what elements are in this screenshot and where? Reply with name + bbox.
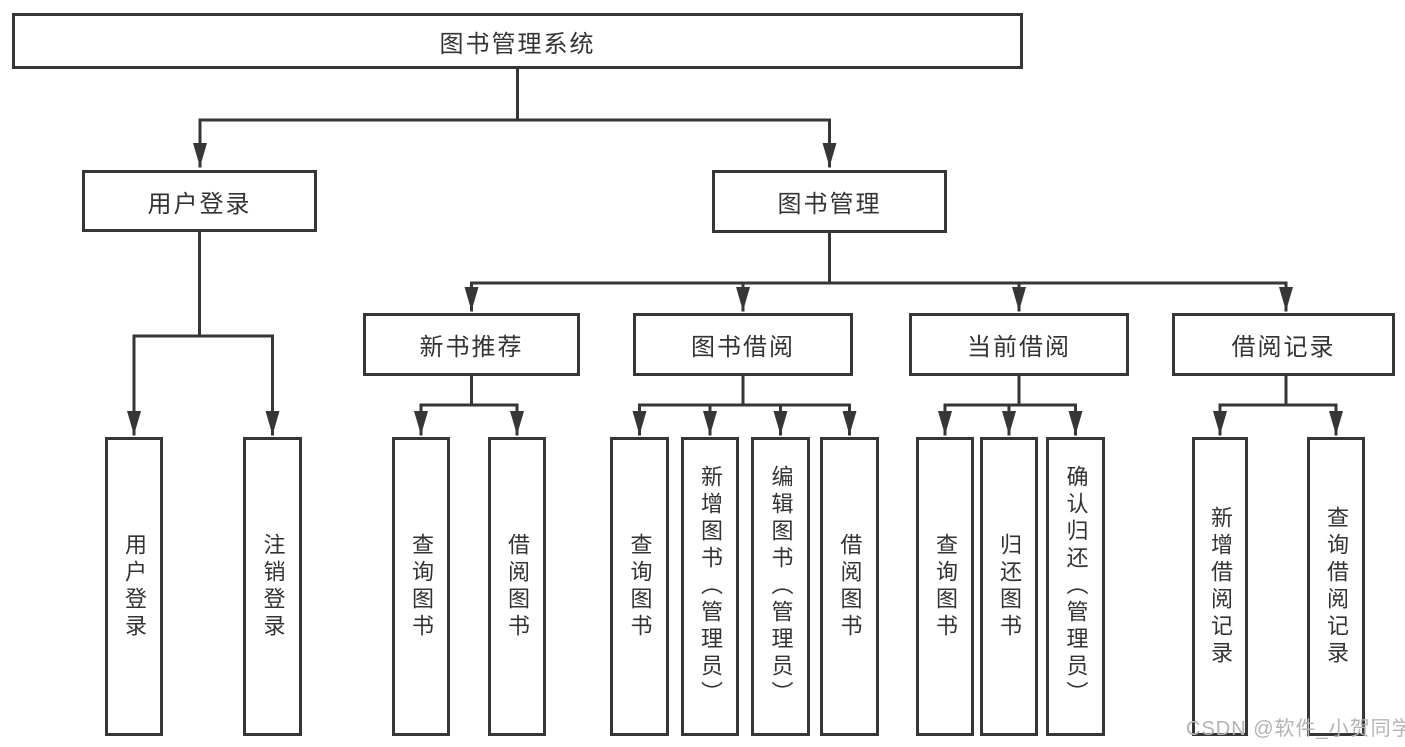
leaf-borrowing-add-books-admin: 新增图书（管理员）	[681, 437, 739, 736]
leaf-label: 借阅图书	[837, 532, 863, 641]
leaf-label: 查询图书	[933, 532, 958, 641]
leaf-current-confirm-return-admin: 确认归还（管理员）	[1046, 437, 1105, 736]
leaf-current-return-books: 归还图书	[980, 437, 1038, 736]
leaf-records-query-borrow-record: 查询借阅记录	[1307, 437, 1365, 736]
leaf-label: 借阅图书	[505, 532, 530, 641]
leaf-label: 用户登录	[122, 532, 147, 641]
node-borrowing-records: 借阅记录	[1172, 313, 1395, 376]
leaf-user-login: 用户登录	[105, 437, 163, 736]
leaf-newbook-query-books: 查询图书	[392, 437, 450, 736]
leaf-borrowing-edit-books-admin: 编辑图书（管理员）	[751, 437, 810, 736]
node-current-borrowing: 当前借阅	[909, 313, 1129, 376]
node-new-book-recommend: 新书推荐	[363, 313, 580, 376]
leaf-label: 查询图书	[409, 532, 434, 641]
leaf-newbook-borrow-books: 借阅图书	[488, 437, 546, 736]
leaf-label: 编辑图书（管理员）	[768, 465, 794, 708]
node-root: 图书管理系统	[12, 13, 1023, 69]
csdn-watermark: CSDN @软件_小贺同学	[1186, 718, 1405, 740]
node-book-borrowing: 图书借阅	[633, 313, 853, 376]
leaf-records-add-borrow-record: 新增借阅记录	[1192, 437, 1248, 736]
leaf-label: 查询图书	[627, 532, 653, 641]
leaf-borrowing-query-books: 查询图书	[610, 437, 669, 736]
leaf-borrowing-borrow-books: 借阅图书	[820, 437, 879, 736]
leaf-label: 确认归还（管理员）	[1063, 465, 1089, 708]
node-user-login: 用户登录	[82, 170, 317, 232]
leaf-label: 新增图书（管理员）	[698, 465, 723, 708]
leaf-label: 查询借阅记录	[1324, 505, 1349, 668]
leaf-label: 归还图书	[997, 532, 1022, 641]
node-book-management: 图书管理	[712, 170, 947, 233]
leaf-current-query-books: 查询图书	[916, 437, 974, 736]
leaf-label: 新增借阅记录	[1208, 505, 1233, 668]
leaf-label: 注销登录	[260, 532, 286, 641]
leaf-logout: 注销登录	[243, 437, 302, 736]
